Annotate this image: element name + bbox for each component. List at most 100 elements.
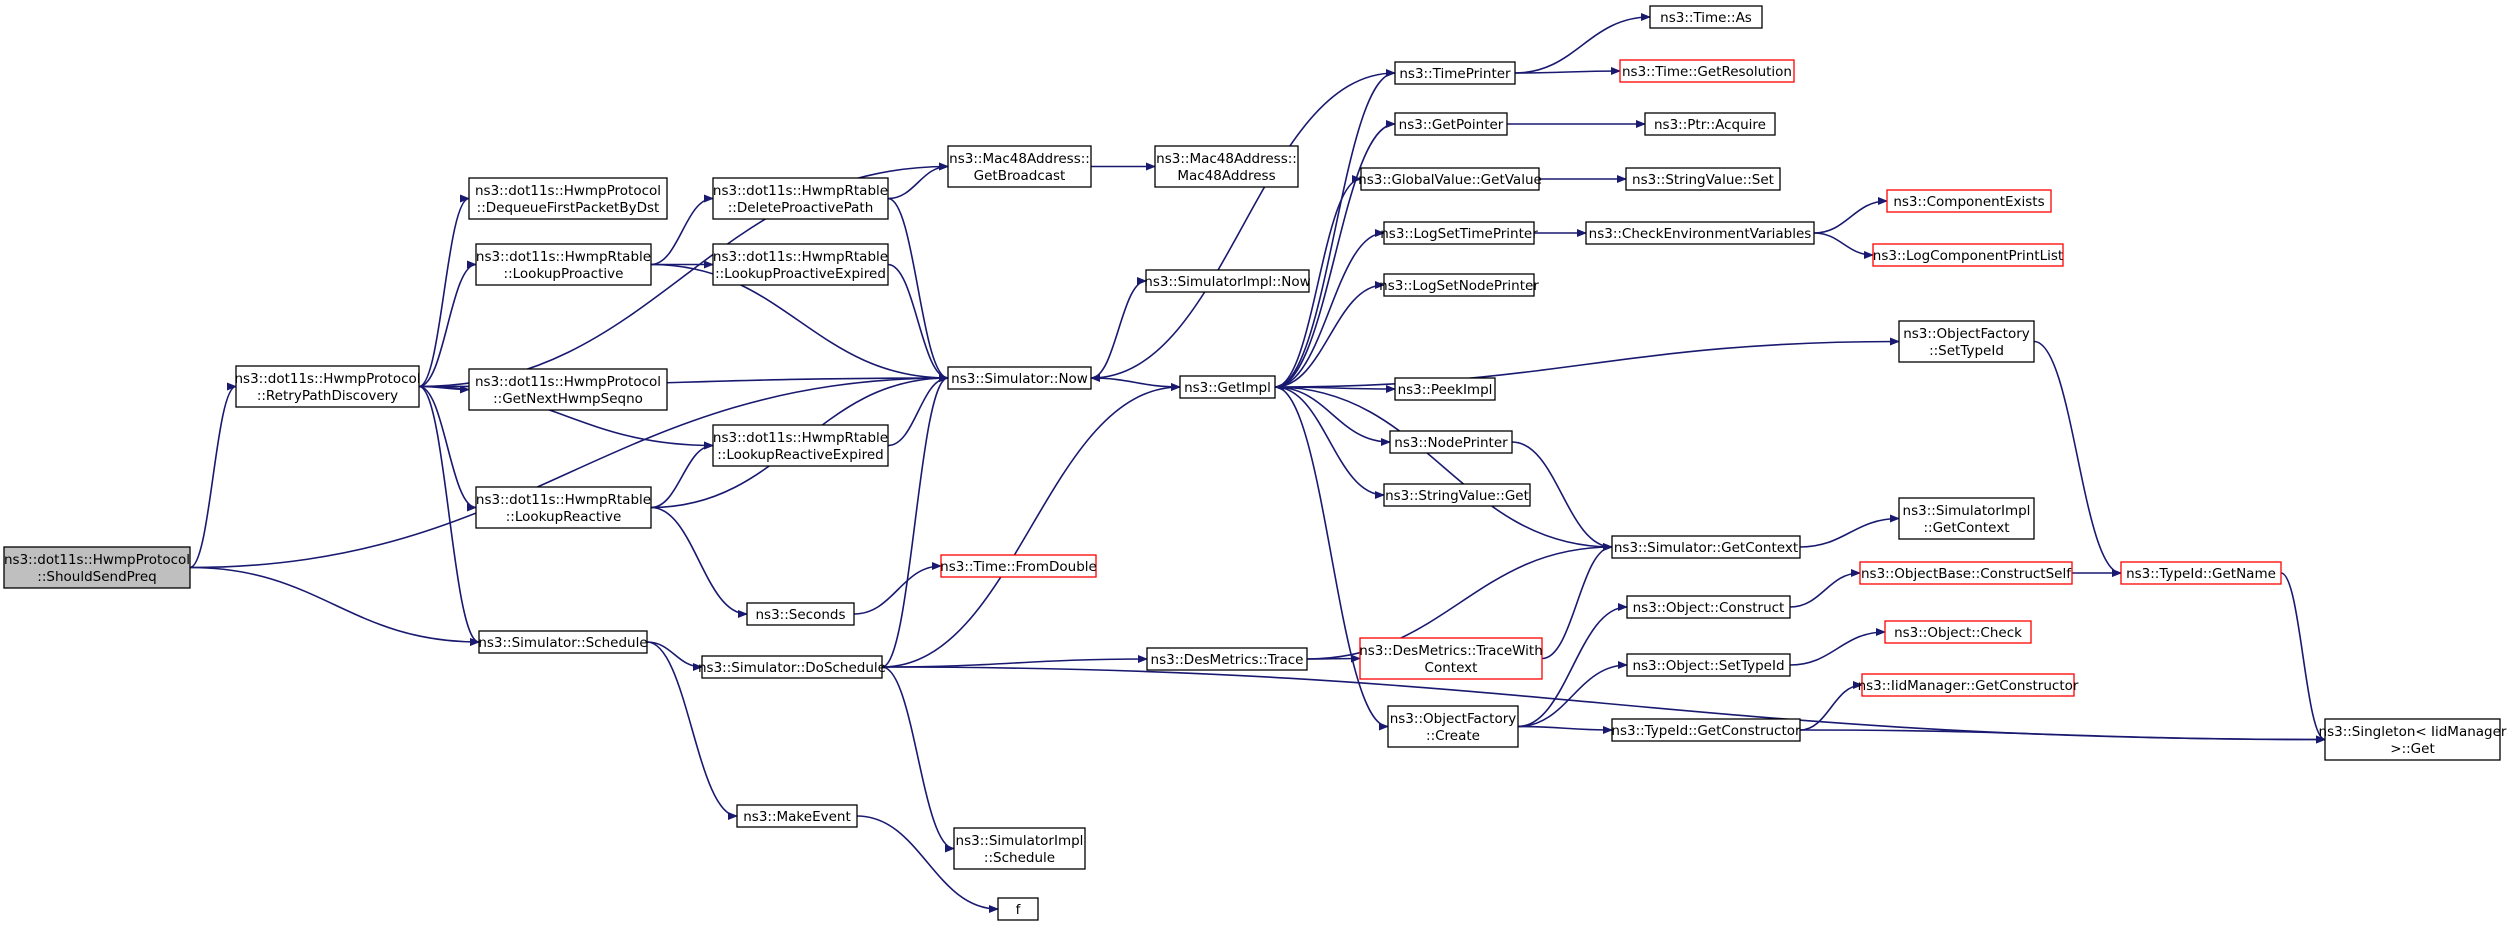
node-dequeue-first-packet-by-dst[interactable]: ns3::dot11s::HwmpProtocol::DequeueFirstP…	[468, 177, 668, 220]
node-box	[1625, 167, 1781, 191]
node-simulator-schedule[interactable]: ns3::Simulator::Schedule	[478, 630, 648, 654]
node-node-printer[interactable]: ns3::NodePrinter	[1389, 430, 1513, 454]
node-lookup-reactive-expired[interactable]: ns3::dot11s::HwmpRtable::LookupReactiveE…	[712, 424, 889, 467]
node-get-next-hwmp-seqno[interactable]: ns3::dot11s::HwmpProtocol::GetNextHwmpSe…	[468, 368, 668, 411]
node-mac48-address[interactable]: ns3::Mac48Address::Mac48Address	[1154, 145, 1299, 188]
node-seconds[interactable]: ns3::Seconds	[746, 602, 855, 626]
node-lookup-proactive-expired[interactable]: ns3::dot11s::HwmpRtable::LookupProactive…	[712, 243, 889, 286]
node-label-line: ns3::Time::GetResolution	[1622, 64, 1792, 80]
node-lookup-reactive[interactable]: ns3::dot11s::HwmpRtable::LookupReactive	[475, 486, 652, 529]
node-type-id-get-name[interactable]: ns3::TypeId::GetName	[2120, 561, 2282, 585]
node-string-get[interactable]: ns3::StringValue::Get	[1383, 483, 1531, 507]
node-impl-now[interactable]: ns3::SimulatorImpl::Now	[1144, 269, 1311, 293]
node-label-line: ns3::CheckEnvironmentVariables	[1589, 226, 1812, 242]
node-delete-proactive-path[interactable]: ns3::dot11s::HwmpRtable::DeleteProactive…	[712, 177, 889, 220]
node-global-get-value[interactable]: ns3::GlobalValue::GetValue	[1358, 167, 1542, 191]
edge-do-schedule-to-get-impl	[881, 383, 1181, 668]
node-label-line: ns3::StringValue::Set	[1632, 172, 1774, 188]
node-obj-factory-set-type-id[interactable]: ns3::ObjectFactory::SetTypeId	[1898, 320, 2035, 363]
node-get-impl[interactable]: ns3::GetImpl	[1179, 375, 1276, 399]
node-box	[1626, 595, 1791, 619]
edge-obj-factory-set-type-id-to-type-id-get-name	[2033, 340, 2122, 577]
node-obj-set-type-id[interactable]: ns3::Object::SetTypeId	[1626, 653, 1791, 677]
node-time-from-double[interactable]: ns3::Time::FromDouble	[940, 554, 1097, 578]
node-impl-schedule[interactable]: ns3::SimulatorImpl::Schedule	[953, 827, 1086, 870]
node-log-set-node-printer[interactable]: ns3::LogSetNodePrinter	[1379, 273, 1539, 297]
node-label-line: ns3::dot11s::HwmpRtable	[713, 249, 888, 265]
node-box	[1389, 430, 1513, 454]
node-box	[712, 424, 889, 467]
node-des-trace[interactable]: ns3::DesMetrics::Trace	[1146, 647, 1308, 671]
node-label-line: ns3::Object::Check	[1894, 625, 2022, 641]
edge-obj-set-type-id-to-obj-check	[1789, 628, 1886, 666]
node-box	[1611, 535, 1801, 559]
node-box	[1872, 243, 2064, 267]
node-singleton-get[interactable]: ns3::Singleton< IidManager>::Get	[2319, 718, 2507, 761]
node-time-printer[interactable]: ns3::TimePrinter	[1394, 61, 1516, 85]
node-ptr-acquire[interactable]: ns3::Ptr::Acquire	[1644, 112, 1776, 136]
edge-des-trace-to-get-context	[1306, 543, 1613, 660]
node-should-send-preq[interactable]: ns3::dot11s::HwmpProtocol::ShouldSendPre…	[3, 546, 191, 589]
node-component-exists[interactable]: ns3::ComponentExists	[1886, 189, 2052, 213]
node-obj-factory-create[interactable]: ns3::ObjectFactory::Create	[1387, 705, 1519, 748]
node-log-set-time-printer[interactable]: ns3::LogSetTimePrinter	[1380, 221, 1538, 245]
edge-get-impl-to-obj-factory-create	[1274, 386, 1389, 731]
node-box	[1394, 61, 1516, 85]
node-get-context[interactable]: ns3::Simulator::GetContext	[1611, 535, 1801, 559]
edge-get-impl-to-global-get-value	[1274, 175, 1362, 388]
node-lookup-proactive[interactable]: ns3::dot11s::HwmpRtable::LookupProactive	[475, 243, 652, 286]
node-label-line: ns3::dot11s::HwmpRtable	[476, 249, 651, 265]
edge-get-impl-to-obj-factory-set-type-id	[1274, 337, 1900, 388]
edge-retry-path-discovery-to-lookup-reactive-expired	[418, 385, 714, 450]
node-do-schedule[interactable]: ns3::Simulator::DoSchedule	[698, 655, 886, 679]
node-box	[1154, 145, 1299, 188]
node-obj-check[interactable]: ns3::Object::Check	[1884, 620, 2032, 644]
node-label-line: ns3::DesMetrics::Trace	[1151, 652, 1304, 668]
edge-get-impl-to-node-printer	[1274, 386, 1391, 446]
node-label-line: ns3::LogComponentPrintList	[1873, 248, 2063, 264]
edge-seconds-to-time-from-double	[853, 562, 942, 615]
node-box	[1360, 167, 1540, 191]
node-type-id-get-constructor[interactable]: ns3::TypeId::GetConstructor	[1611, 718, 1801, 742]
node-check-env[interactable]: ns3::CheckEnvironmentVariables	[1585, 221, 1815, 245]
node-get-pointer[interactable]: ns3::GetPointer	[1394, 112, 1508, 136]
node-iid-get-constructor[interactable]: ns3::IidManager::GetConstructor	[1858, 673, 2079, 697]
node-peek-impl[interactable]: ns3::PeekImpl	[1394, 377, 1496, 401]
node-label-line: ns3::SimulatorImpl	[956, 833, 1084, 849]
node-label-line: ns3::Simulator::Schedule	[478, 635, 647, 651]
node-box	[1179, 375, 1276, 399]
edge-simulator-schedule-to-make-event	[646, 641, 738, 820]
node-label-line: Mac48Address	[1177, 168, 1275, 184]
node-label-line: ns3::GetPointer	[1399, 117, 1504, 133]
node-label-line: ns3::StringValue::Get	[1385, 488, 1529, 504]
node-label-line: ::RetryPathDiscovery	[257, 388, 398, 404]
node-box	[953, 827, 1086, 870]
node-time-get-resolution[interactable]: ns3::Time::GetResolution	[1619, 59, 1795, 83]
edge-retry-path-discovery-to-lookup-proactive	[418, 260, 477, 388]
node-box	[746, 602, 855, 626]
node-box	[2120, 561, 2282, 585]
node-obj-construct[interactable]: ns3::Object::Construct	[1626, 595, 1791, 619]
node-make-event[interactable]: ns3::MakeEvent	[736, 804, 858, 828]
node-impl-get-context[interactable]: ns3::SimulatorImpl::GetContext	[1898, 497, 2035, 540]
node-string-set[interactable]: ns3::StringValue::Set	[1625, 167, 1781, 191]
node-f[interactable]: f	[997, 897, 1039, 921]
node-get-broadcast[interactable]: ns3::Mac48Address::GetBroadcast	[947, 145, 1092, 188]
edge-make-event-to-f	[856, 815, 999, 913]
node-box	[3, 546, 191, 589]
node-simulator-now[interactable]: ns3::Simulator::Now	[947, 366, 1092, 390]
node-log-component-print-list[interactable]: ns3::LogComponentPrintList	[1872, 243, 2064, 267]
node-label-line: ns3::TimePrinter	[1399, 66, 1511, 82]
node-label-line: ns3::dot11s::HwmpRtable	[713, 430, 888, 446]
edge-trace-with-context-to-get-context	[1541, 543, 1613, 660]
node-label-line: ns3::IidManager::GetConstructor	[1858, 678, 2079, 694]
edge-retry-path-discovery-to-lookup-reactive	[418, 385, 477, 512]
node-time-as[interactable]: ns3::Time::As	[1649, 5, 1763, 29]
node-retry-path-discovery[interactable]: ns3::dot11s::HwmpProtocol::RetryPathDisc…	[234, 365, 421, 408]
node-construct-self[interactable]: ns3::ObjectBase::ConstructSelf	[1859, 561, 2073, 585]
edge-should-send-preq-to-simulator-now	[189, 374, 949, 569]
node-label-line: ns3::Object::Construct	[1633, 600, 1785, 616]
node-label-line: ::LookupReactiveExpired	[717, 447, 884, 463]
node-box	[947, 145, 1092, 188]
